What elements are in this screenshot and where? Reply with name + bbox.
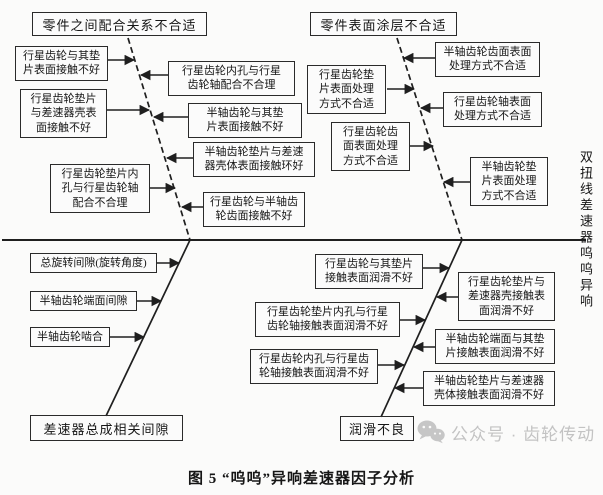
category-box-fit: 零件之间配合关系不合适 <box>32 12 207 36</box>
cause-box: 半轴齿轮垫片与差速 器壳体表面接触环好 <box>193 142 315 177</box>
watermark-text: 公众号 · 齿轮传动 <box>451 424 596 444</box>
cause-box: 行星齿轮垫片内孔与行星 齿轮轴接触表面润滑不好 <box>255 302 400 337</box>
cause-box: 行星齿轮垫片与 差速器壳接触表 面润滑不好 <box>458 272 555 321</box>
cause-box: 行星齿轮内孔与行星 齿轮轴配合不合理 <box>168 61 295 96</box>
cause-box: 半轴齿轮啮合 <box>30 327 110 348</box>
cause-box: 半轴齿轮垫片与差速器 壳体接触表面润滑不好 <box>423 371 555 406</box>
cause-box: 半轴齿轮齿面表面 处理方式不合适 <box>435 42 540 77</box>
category-box-lubrication: 润滑不良 <box>340 416 414 441</box>
cause-box: 半轴齿轮端面间隙 <box>30 291 137 312</box>
bone-top-left <box>127 37 191 241</box>
cause-box: 行星齿轮垫片 与差速器壳表 面接触不好 <box>20 89 107 138</box>
wechat-icon <box>416 419 446 445</box>
watermark: 公众号 · 齿轮传动 <box>416 419 595 445</box>
cause-box: 行星齿轮齿 面表面处理 方式不合适 <box>331 122 410 171</box>
cause-box: 行星齿轮垫片内 孔与行星齿轮轴 配合不合理 <box>50 164 150 213</box>
cause-box: 行星齿轮与其垫 片表面接触不好 <box>15 46 108 81</box>
cause-box: 行星齿轮轴表面 处理方式不合适 <box>443 92 542 127</box>
figure-caption: 图 5 “呜呜”异响差速器因子分析 <box>187 471 415 487</box>
category-box-clearance: 差速器总成相关间隙 <box>30 415 183 441</box>
cause-box: 行星齿轮垫 片表面处理 方式不合适 <box>307 65 386 114</box>
category-box-coating: 零件表面涂层不合适 <box>310 12 457 36</box>
bone-top-right <box>396 37 463 241</box>
cause-box: 半轴齿轮端面与其垫 片接触表面润滑不好 <box>435 329 555 364</box>
bone-bottom-left <box>105 239 191 417</box>
cause-box: 半轴齿轮垫 片表面处理 方式不合适 <box>470 157 548 206</box>
cause-box: 行星齿轮与其垫片 接触表面润滑不好 <box>315 254 423 289</box>
cause-box: 半轴齿轮与其垫 片表面接触不好 <box>188 103 302 138</box>
effect-label: 双扭线差速器呜呜异响 <box>578 150 593 310</box>
cause-box: 总旋转间隙(旋转角度) <box>30 253 157 274</box>
cause-box: 行星齿轮内孔与行星齿 轮轴接触表面润滑不好 <box>250 349 378 384</box>
cause-box: 行星齿轮与半轴齿 轮齿面接触不好 <box>203 192 305 227</box>
